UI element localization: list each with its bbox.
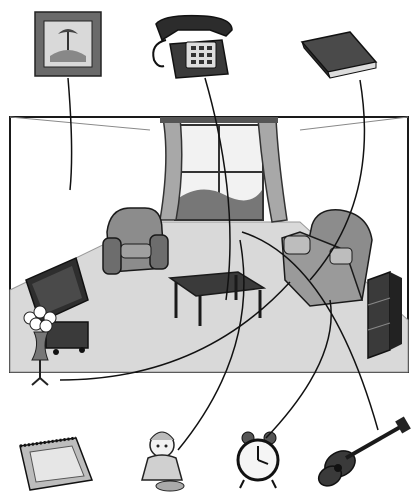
bookshelf [368,272,402,358]
alarm-clock-icon[interactable] [238,432,278,488]
armchair [103,208,168,274]
telephone-icon[interactable] [153,16,232,78]
rug-icon[interactable] [20,438,92,490]
guitar-icon[interactable] [315,416,411,489]
framed-picture-icon[interactable] [35,12,101,76]
book-icon[interactable] [302,32,376,78]
doll-icon[interactable] [142,432,184,491]
